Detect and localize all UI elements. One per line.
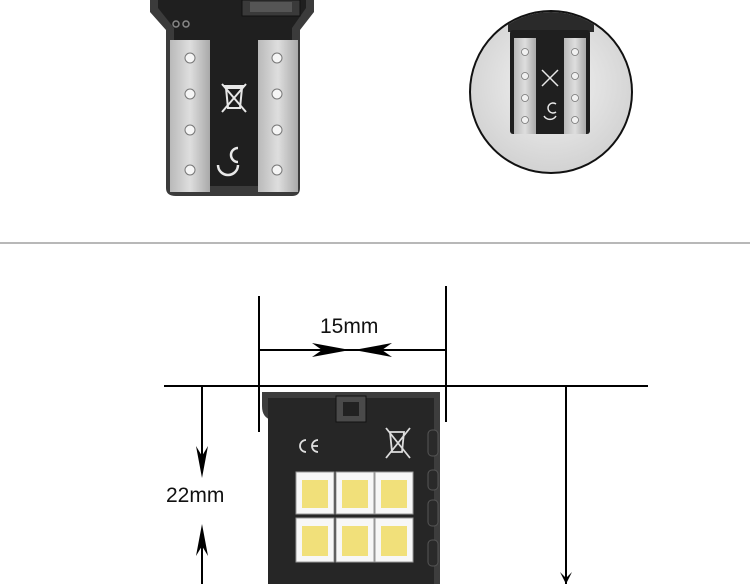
bulb-base-main bbox=[150, 0, 314, 196]
weee-bin-icon bbox=[221, 83, 247, 113]
ce-mark-icon bbox=[216, 146, 240, 177]
bulb-base-inset bbox=[469, 10, 633, 174]
height-dimension-label: 22mm bbox=[166, 484, 225, 507]
led-board bbox=[262, 392, 440, 584]
arrow-icon bbox=[196, 343, 572, 584]
width-dimension-label: 15mm bbox=[320, 315, 379, 338]
dimension-lines bbox=[164, 286, 648, 584]
led-chip-grid bbox=[295, 471, 414, 563]
